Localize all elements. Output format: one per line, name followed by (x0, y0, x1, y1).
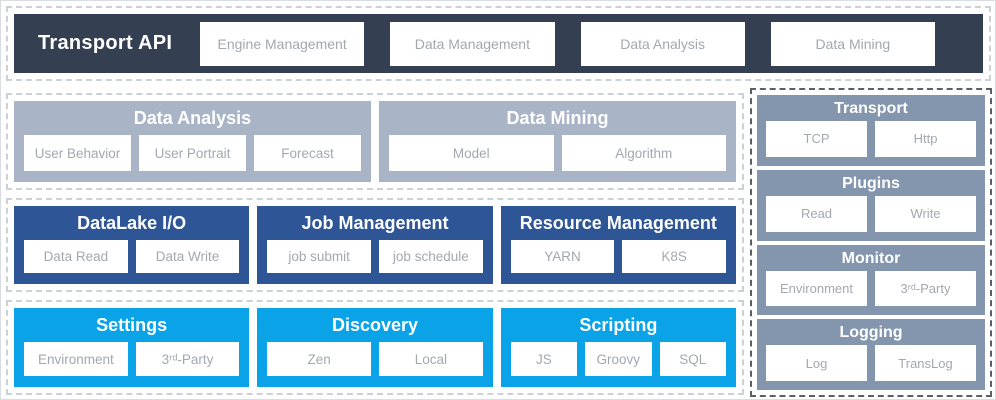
panel-scripting: Scripting JS Groovy SQL (500, 308, 736, 387)
panel-settings-items: Environment 3ʳᵈ-Party (24, 342, 240, 376)
platform-row: Settings Environment 3ʳᵈ-Party Discovery… (6, 300, 744, 395)
item-groovy: Groovy (585, 342, 652, 376)
item-data-read: Data Read (24, 240, 128, 273)
item-sql: SQL (659, 342, 726, 376)
panel-datalake-io: DataLake I/O Data Read Data Write (14, 206, 250, 284)
section-plugins-items: Read Write (766, 195, 976, 232)
item-job-submit: job submit (267, 240, 371, 273)
panel-datalake-io-title: DataLake I/O (77, 213, 187, 233)
item-forecast: Forecast (254, 135, 361, 171)
item-js: JS (510, 342, 578, 376)
item-user-behavior: User Behavior (24, 135, 131, 171)
item-translog: TransLog (875, 345, 976, 381)
section-transport: Transport TCP Http (757, 95, 985, 166)
section-monitor-title: Monitor (841, 249, 901, 267)
panel-data-mining-items: Model Algorithm (389, 135, 726, 171)
transport-api-bar: Transport API Engine Management Data Man… (14, 14, 983, 73)
top-box-data-mining: Data Mining (770, 21, 935, 66)
panel-resource-management-items: YARN K8S (510, 240, 726, 273)
transport-api-items: Engine Management Data Management Data A… (200, 21, 935, 66)
panel-scripting-title: Scripting (579, 315, 658, 335)
panel-job-management-title: Job Management (301, 213, 449, 233)
section-logging: Logging Log TransLog (757, 319, 985, 390)
top-box-engine-management: Engine Management (200, 21, 365, 66)
analysis-mining-row: Data Analysis User Behavior User Portrai… (6, 93, 744, 190)
section-transport-title: Transport (834, 100, 908, 117)
panel-scripting-items: JS Groovy SQL (510, 342, 726, 376)
panel-resource-management-title: Resource Management (519, 213, 717, 233)
panel-discovery-title: Discovery (331, 315, 419, 335)
panel-discovery-items: Zen Local (267, 342, 483, 376)
section-logging-title: Logging (839, 324, 903, 342)
item-tcp: TCP (766, 121, 867, 157)
section-plugins: Plugins Read Write (757, 169, 985, 241)
item-model: Model (389, 135, 554, 171)
item-job-schedule: job schedule (379, 240, 483, 273)
item-monitor-third-party: 3ʳᵈ-Party (875, 270, 976, 307)
panel-data-mining-title: Data Mining (506, 108, 609, 128)
panel-job-management: Job Management job submit job schedule (257, 206, 493, 284)
core-services-row: DataLake I/O Data Read Data Write Job Ma… (6, 198, 744, 292)
transport-api-region: Transport API Engine Management Data Man… (6, 6, 991, 81)
item-monitor-environment: Environment (766, 270, 867, 307)
section-monitor-items: Environment 3ʳᵈ-Party (766, 270, 976, 307)
panel-data-mining: Data Mining Model Algorithm (379, 101, 736, 182)
item-user-portrait: User Portrait (139, 135, 246, 171)
panel-settings: Settings Environment 3ʳᵈ-Party (14, 308, 250, 387)
transport-api-title: Transport API (38, 32, 173, 54)
panel-data-analysis: Data Analysis User Behavior User Portrai… (14, 101, 371, 182)
panel-discovery: Discovery Zen Local (257, 308, 493, 387)
top-box-data-analysis: Data Analysis (580, 21, 745, 66)
panel-data-analysis-items: User Behavior User Portrait Forecast (24, 135, 361, 171)
panel-settings-title: Settings (96, 315, 168, 335)
panel-resource-management: Resource Management YARN K8S (500, 206, 736, 284)
item-http: Http (875, 121, 976, 157)
item-settings-third-party: 3ʳᵈ-Party (135, 342, 240, 376)
item-yarn: YARN (510, 240, 615, 273)
panel-datalake-io-items: Data Read Data Write (24, 240, 240, 273)
item-k8s: K8S (622, 240, 726, 273)
item-zen: Zen (267, 342, 371, 376)
section-plugins-title: Plugins (842, 174, 900, 192)
section-monitor: Monitor Environment 3ʳᵈ-Party (757, 244, 985, 316)
infrastructure-column: Transport TCP Http Plugins Read Write Mo… (750, 88, 992, 397)
item-algorithm: Algorithm (561, 135, 726, 171)
item-write: Write (875, 195, 976, 232)
item-log: Log (766, 345, 867, 381)
item-local: Local (379, 342, 483, 376)
item-read: Read (766, 195, 867, 232)
item-settings-environment: Environment (24, 342, 128, 376)
panel-data-analysis-title: Data Analysis (133, 108, 252, 128)
panel-job-management-items: job submit job schedule (267, 240, 483, 273)
section-transport-items: TCP Http (766, 121, 976, 157)
item-data-write: Data Write (135, 240, 240, 273)
top-box-data-management: Data Management (390, 21, 555, 66)
section-logging-items: Log TransLog (766, 345, 976, 381)
